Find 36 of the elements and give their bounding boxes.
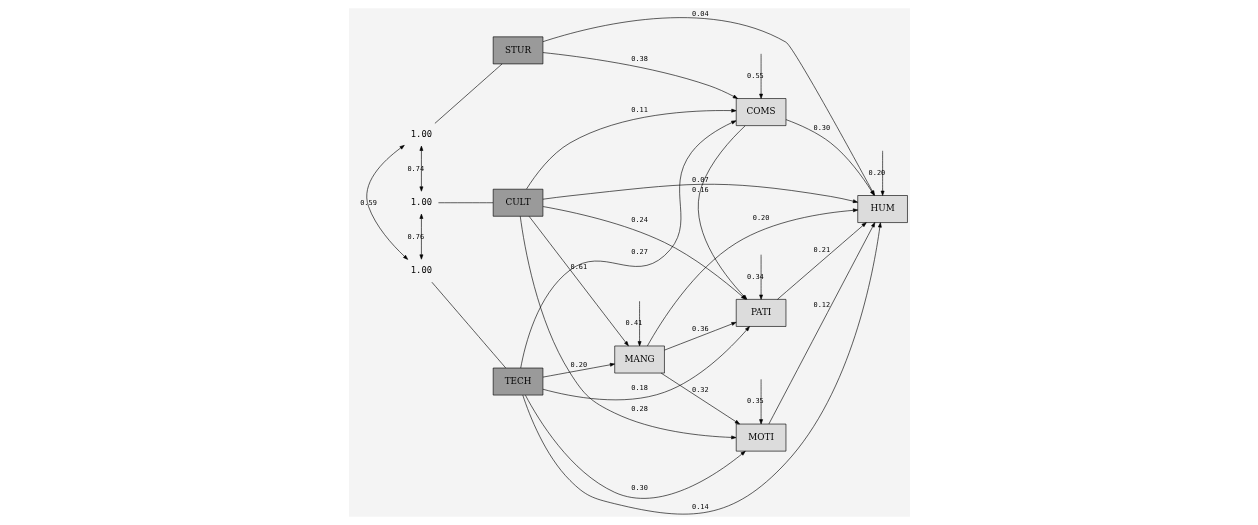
arrow [542, 52, 738, 99]
arrow [637, 300, 641, 347]
connector [431, 281, 506, 369]
arrow [663, 322, 736, 351]
arrow [880, 150, 884, 196]
node-box: CULT [492, 188, 543, 217]
arrow [768, 222, 875, 425]
arrow [519, 216, 736, 440]
arrow [758, 379, 763, 425]
node-text: 1.00 [410, 265, 432, 276]
arrow [542, 362, 615, 378]
arrow [542, 184, 858, 203]
node-box: MOTI [735, 423, 786, 452]
arrow [419, 213, 423, 260]
arrow [524, 394, 746, 499]
arrow [758, 254, 763, 300]
node-box: COMS [735, 98, 786, 126]
node-box: MANG [613, 345, 665, 374]
node-box: PATI [735, 299, 786, 327]
arrow [519, 120, 736, 369]
node-text: 1.00 [410, 129, 432, 140]
arrow [521, 222, 882, 515]
arrow [758, 53, 763, 99]
node-box: STUR [492, 36, 543, 65]
arrow [660, 372, 740, 425]
arrow [525, 108, 736, 190]
node-box: TECH [492, 367, 543, 396]
arrow [528, 216, 629, 347]
arrow [365, 145, 408, 260]
node-box: HUM [856, 195, 908, 223]
arrow [776, 222, 867, 300]
arrow [646, 208, 858, 347]
arrow [419, 145, 423, 192]
node-text: 1.00 [410, 197, 432, 208]
arrow [542, 326, 750, 401]
connector [434, 63, 502, 124]
